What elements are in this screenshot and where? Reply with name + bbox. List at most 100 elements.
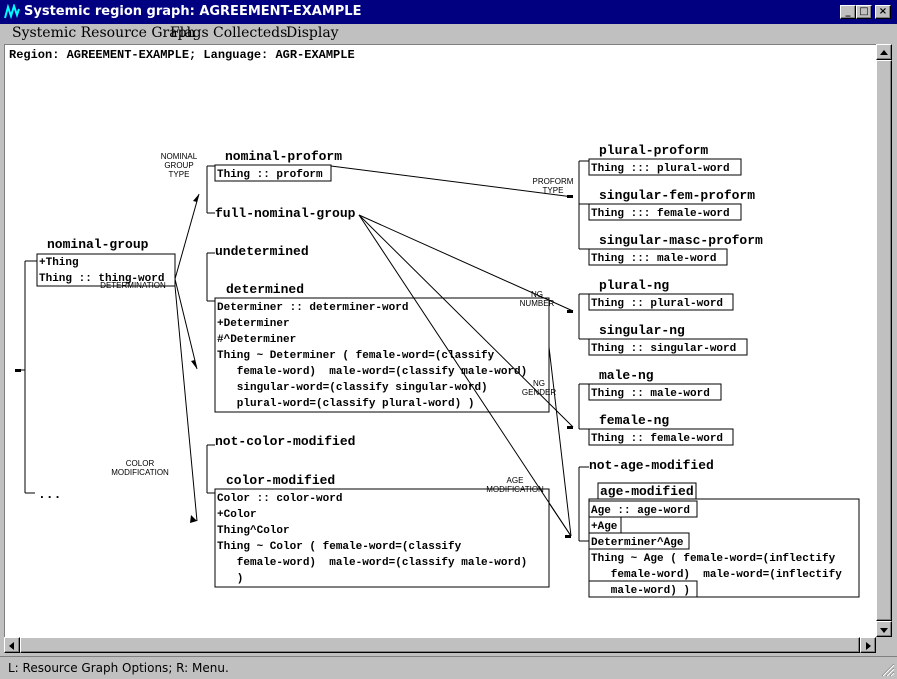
feature-age-modified[interactable]: age-modified bbox=[600, 484, 694, 499]
graph-canvas[interactable]: .lbl { font-family:"Liberation Mono", mo… bbox=[4, 44, 876, 637]
arrowhead bbox=[190, 515, 197, 523]
realization-line: plural-word=(classify plural-word) ) bbox=[217, 398, 474, 410]
feature-plural-ng[interactable]: plural-ng bbox=[599, 278, 669, 293]
feature-female-ng[interactable]: female-ng bbox=[599, 413, 669, 428]
entry-marker bbox=[567, 310, 573, 313]
feature-undetermined[interactable]: undetermined bbox=[215, 244, 309, 259]
realization-line: female-word) male-word=(inflectify bbox=[591, 569, 842, 581]
close-button[interactable]: × bbox=[875, 5, 891, 19]
realization-box-nominal-group bbox=[36, 253, 176, 287]
realization-box bbox=[588, 293, 734, 311]
entry-marker bbox=[567, 426, 573, 429]
feature-singular-ng[interactable]: singular-ng bbox=[599, 323, 685, 338]
region-header: Region: AGREEMENT-EXAMPLE; Language: AGR… bbox=[9, 48, 355, 62]
realization-line: Determiner^Age bbox=[591, 537, 684, 549]
realization-overlay bbox=[588, 580, 698, 598]
menu-flags[interactable]: Flags bbox=[170, 25, 209, 41]
title-bar[interactable]: Systemic region graph: AGREEMENT-EXAMPLE… bbox=[0, 0, 897, 24]
realization-box bbox=[588, 428, 734, 446]
realization-line: Thing ::: male-word bbox=[591, 253, 716, 265]
resize-grip-icon[interactable] bbox=[881, 663, 895, 677]
system-label: NOMINAL bbox=[161, 152, 198, 161]
system-bracket bbox=[578, 293, 589, 340]
feature-plural-proform[interactable]: plural-proform bbox=[599, 143, 708, 158]
feature-male-ng[interactable]: male-ng bbox=[599, 368, 654, 383]
menu-collecteds[interactable]: Collecteds bbox=[213, 25, 288, 41]
feature-not-color-modified[interactable]: not-color-modified bbox=[215, 434, 355, 449]
horizontal-scrollbar[interactable] bbox=[4, 637, 876, 653]
system-label: COLOR bbox=[126, 459, 155, 468]
menu-display[interactable]: Display bbox=[286, 25, 339, 41]
feature-nominal-proform[interactable]: nominal-proform bbox=[225, 149, 342, 164]
window-title: Systemic region graph: AGREEMENT-EXAMPLE bbox=[24, 4, 362, 19]
minimize-button[interactable]: _ bbox=[840, 5, 856, 19]
root-bracket bbox=[17, 260, 37, 494]
vertical-scrollbar[interactable] bbox=[876, 44, 892, 637]
realization-line: Thing ~ Color ( female-word=(classify bbox=[217, 541, 462, 553]
feature-determined[interactable]: determined bbox=[226, 282, 304, 297]
scroll-down-button[interactable] bbox=[876, 621, 892, 637]
system-label: PROFORM bbox=[533, 177, 574, 186]
realization-line: singular-word=(classify singular-word) bbox=[217, 382, 488, 394]
system-bracket bbox=[578, 466, 589, 542]
connector-age-modification bbox=[358, 214, 572, 537]
realization-line: Thing :: singular-word bbox=[591, 343, 736, 355]
realization-line: Thing :: male-word bbox=[591, 388, 710, 400]
feature-color-modified[interactable]: color-modified bbox=[226, 473, 335, 488]
entry-marker bbox=[565, 535, 571, 538]
realization-line: Thing :: thing-word bbox=[39, 273, 164, 285]
arrowhead bbox=[191, 360, 197, 369]
connector-proform-type bbox=[330, 165, 574, 198]
system-bracket bbox=[578, 160, 589, 250]
realization-box bbox=[588, 383, 722, 401]
realization-line: +Thing bbox=[39, 257, 79, 269]
realization-line: Thing ~ Determiner ( female-word=(classi… bbox=[217, 350, 495, 362]
region-graph: .lbl { font-family:"Liberation Mono", mo… bbox=[9, 48, 860, 598]
horizontal-scroll-thumb[interactable] bbox=[20, 637, 860, 653]
feature-singular-fem-proform[interactable]: singular-fem-proform bbox=[599, 188, 755, 203]
realization-line: Color :: color-word bbox=[217, 493, 342, 505]
realization-line: female-word) male-word=(classify male-wo… bbox=[217, 366, 527, 378]
system-bracket bbox=[578, 383, 589, 430]
scrollbar-corner bbox=[876, 637, 892, 653]
system-label: NG bbox=[533, 379, 545, 388]
realization-line: ) bbox=[217, 573, 243, 585]
system-bracket bbox=[206, 252, 215, 302]
realization-line: +Determiner bbox=[217, 318, 290, 330]
realization-line: +Age bbox=[591, 521, 618, 533]
arrow-up-icon bbox=[880, 50, 888, 55]
vertical-scroll-thumb[interactable] bbox=[876, 60, 892, 621]
realization-overlay bbox=[588, 532, 690, 550]
feature-singular-masc-proform[interactable]: singular-masc-proform bbox=[599, 233, 763, 248]
realization-line: Thing :: plural-word bbox=[591, 298, 723, 310]
feature-full-nominal-group[interactable]: full-nominal-group bbox=[215, 206, 356, 221]
system-bracket bbox=[206, 165, 215, 214]
system-label-determination: DETERMINATION bbox=[100, 281, 166, 290]
scroll-left-button[interactable] bbox=[4, 637, 20, 653]
scroll-right-button[interactable] bbox=[860, 637, 876, 653]
system-label: AGE bbox=[507, 476, 524, 485]
arrow-left-icon bbox=[9, 642, 14, 650]
realization-line: +Color bbox=[217, 509, 257, 521]
maximize-button[interactable]: □ bbox=[856, 5, 872, 19]
arrowhead bbox=[193, 194, 199, 202]
menu-systemic-resource-graph[interactable]: Systemic Resource Graph bbox=[12, 25, 196, 41]
realization-box bbox=[214, 164, 332, 182]
realization-line: female-word) male-word=(classify male-wo… bbox=[217, 557, 527, 569]
realization-line: Thing^Color bbox=[217, 525, 290, 537]
system-label: NUMBER bbox=[520, 299, 555, 308]
more-systems-ellipsis: ... bbox=[38, 487, 61, 502]
feature-not-age-modified[interactable]: not-age-modified bbox=[589, 458, 714, 473]
realization-line: male-word) ) bbox=[591, 585, 690, 597]
realization-overlay bbox=[588, 500, 698, 518]
realization-line: #^Determiner bbox=[217, 334, 296, 346]
system-label: MODIFICATION bbox=[111, 468, 169, 477]
realization-line: Thing :: proform bbox=[217, 169, 323, 181]
scroll-up-button[interactable] bbox=[876, 44, 892, 60]
entry-marker bbox=[567, 195, 573, 198]
realization-line: Thing ~ Age ( female-word=(inflectify bbox=[591, 553, 836, 565]
feature-nominal-group[interactable]: nominal-group bbox=[47, 237, 149, 252]
realization-box bbox=[214, 297, 550, 413]
system-label: GROUP bbox=[164, 161, 193, 170]
system-label: TYPE bbox=[543, 186, 564, 195]
